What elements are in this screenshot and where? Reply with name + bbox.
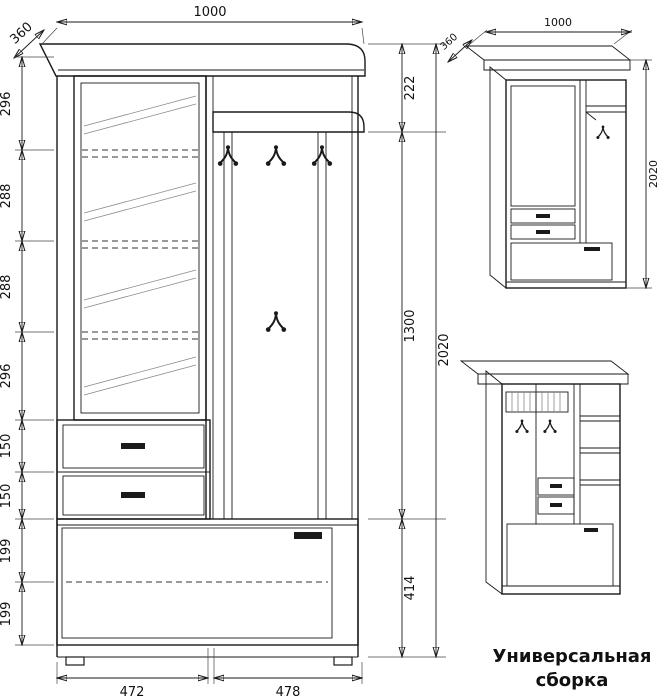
caption: Универсальная сборка <box>493 646 652 691</box>
dim-label: 199 <box>0 539 14 564</box>
door-handle <box>584 528 598 532</box>
hidden-shelves <box>82 149 198 340</box>
left-side-wall <box>56 76 75 657</box>
dim-label: 1300 <box>403 309 418 342</box>
mirror-panel-iso <box>510 85 576 207</box>
caption-line-1: Универсальная <box>493 646 652 667</box>
dim-label: 472 <box>120 685 145 700</box>
dim-label: 150 <box>0 484 14 509</box>
coat-hook-icon <box>264 310 288 333</box>
furniture-foot <box>333 656 353 666</box>
iso-view-assembly-2 <box>459 360 630 595</box>
furniture-foot <box>65 656 85 666</box>
main-front-view: 1000 360 296 288 288 2 <box>0 5 452 700</box>
drawer-unit <box>56 419 211 520</box>
drawer-handle <box>121 443 145 449</box>
dim-label-iso-width: 1000 <box>544 16 572 29</box>
mirror-door <box>73 75 207 421</box>
dim-label: 478 <box>276 685 301 700</box>
drawer-handle <box>121 492 145 498</box>
coat-hook-icon <box>310 144 334 167</box>
center-divider <box>205 76 214 519</box>
canopy-shelf <box>38 43 366 77</box>
dim-label: 288 <box>0 275 14 300</box>
coat-hook-icon <box>542 418 558 434</box>
drawer-handle <box>550 503 562 507</box>
door-handle <box>294 532 322 539</box>
hook-rail-iso <box>505 391 569 434</box>
dim-label: 414 <box>403 576 418 601</box>
dim-label-total-height: 2020 <box>437 333 452 366</box>
cabinet-door-iso <box>506 523 614 587</box>
drawer-handle <box>536 230 550 234</box>
coat-hook-icon <box>216 144 240 167</box>
coat-hook-icon <box>595 124 611 140</box>
dim-left-chain: 296 288 288 296 150 150 199 199 <box>0 57 54 645</box>
iso-dims: 1000 360 2020 <box>439 16 660 288</box>
dim-depth: 360 <box>7 19 44 58</box>
dim-label-width: 1000 <box>193 5 226 20</box>
iso-view-assembly-1: 1000 360 2020 <box>439 16 660 288</box>
drawer-handle <box>536 214 550 218</box>
dim-top-width: 1000 <box>40 5 365 46</box>
coat-hook-icon <box>514 418 530 434</box>
dim-label-iso-depth: 360 <box>439 32 461 53</box>
caption-line-2: сборка <box>536 670 609 691</box>
dim-bottom: 472 478 <box>57 648 362 700</box>
dim-label-iso-height: 2020 <box>647 160 660 188</box>
dim-right-chain: 222 1300 414 2020 <box>368 44 452 657</box>
drawer-handle <box>550 484 562 488</box>
dim-label: 296 <box>0 92 14 117</box>
door-handle <box>584 247 600 251</box>
hook-panel <box>212 76 365 657</box>
dim-label: 150 <box>0 434 14 459</box>
cabinet-door <box>61 527 333 639</box>
dim-label-depth: 360 <box>7 19 35 47</box>
dim-label: 296 <box>0 364 14 389</box>
coat-hook-icon <box>264 144 288 167</box>
bottom-cabinet <box>56 518 359 666</box>
dim-label: 199 <box>0 602 14 627</box>
dim-label: 288 <box>0 184 14 209</box>
dim-label: 222 <box>403 76 418 101</box>
cabinet-door-iso <box>510 242 613 281</box>
